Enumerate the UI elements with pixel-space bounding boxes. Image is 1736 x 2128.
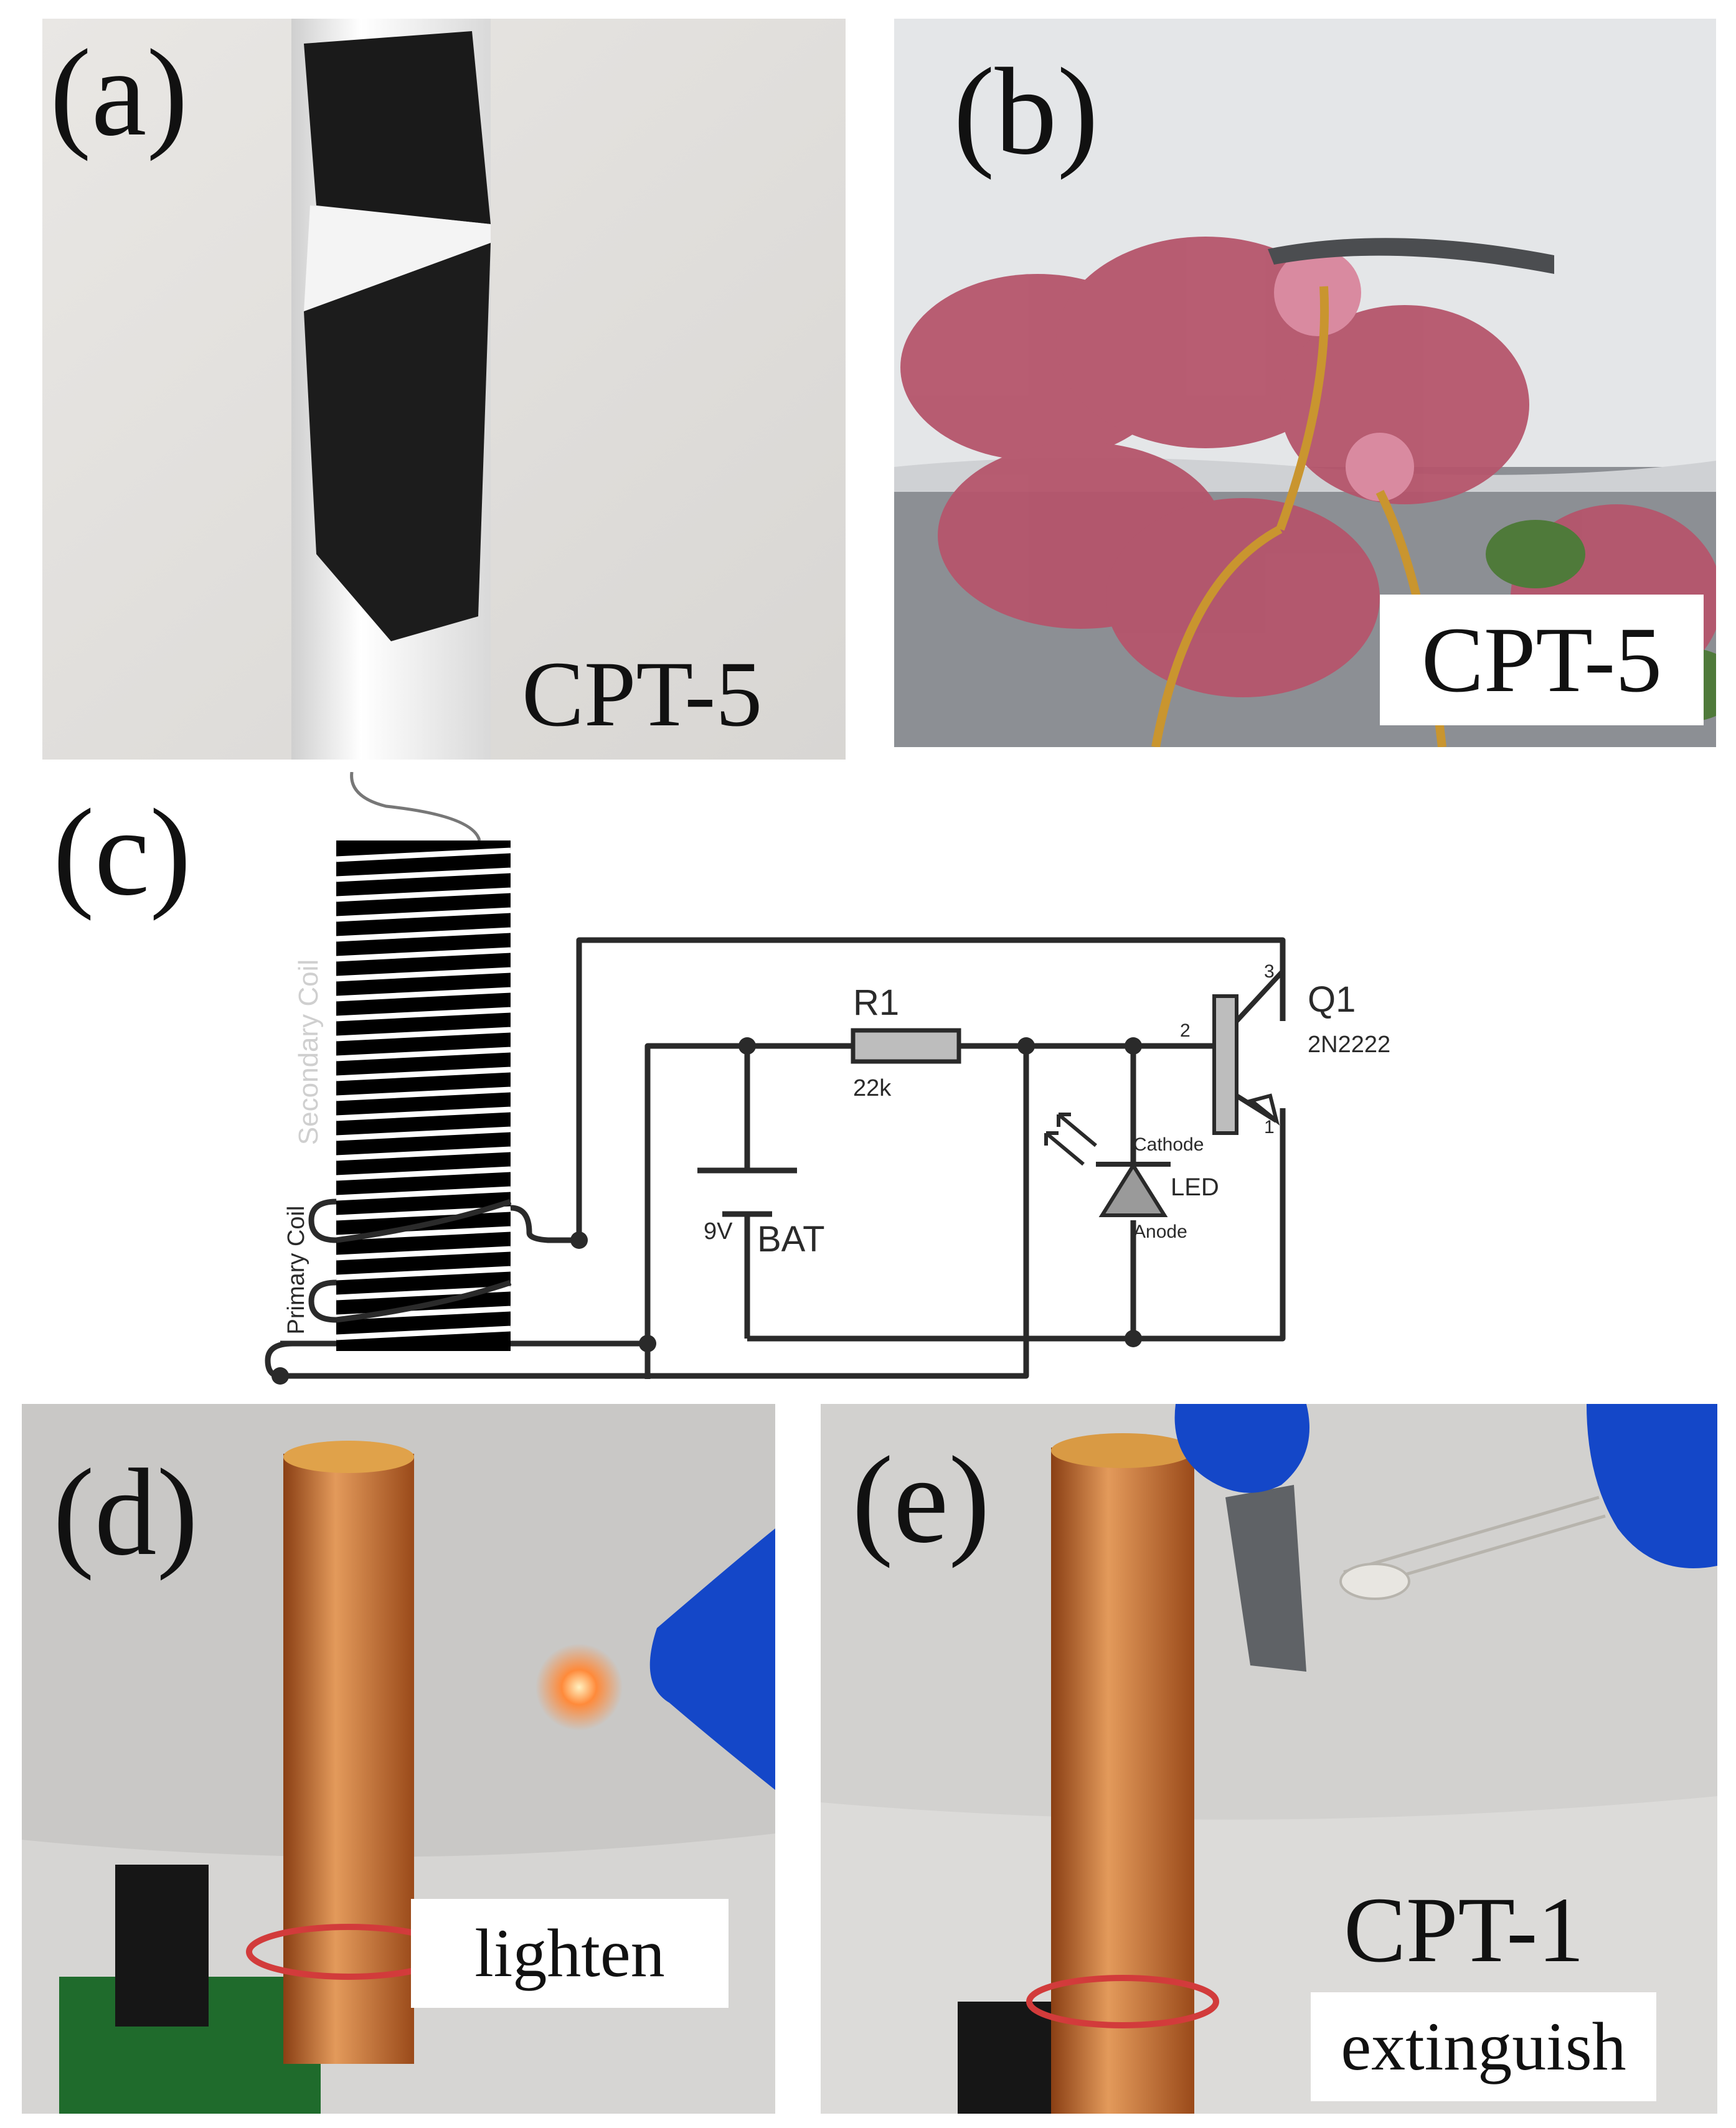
junction-dots — [271, 1037, 1142, 1385]
led-cathode-label: Cathode — [1133, 1134, 1204, 1155]
status-label: lighten — [411, 1899, 729, 2008]
panel-label-b: (b) — [953, 43, 1099, 181]
photo-cpt5-wrapped-tube — [42, 19, 846, 760]
q1-pin-base: 2 — [1180, 1020, 1191, 1041]
q1-pin-collector: 3 — [1264, 961, 1275, 982]
sample-label: CPT-5 — [1380, 595, 1704, 725]
battery-label: BAT — [757, 1219, 825, 1259]
led — [1044, 1113, 1171, 1217]
panel-a: (a) CPT-5 — [42, 19, 846, 760]
q1-pin-emitter: 1 — [1264, 1117, 1275, 1137]
secondary-coil-label: Secondary Coil — [293, 959, 324, 1145]
sample-label: CPT-1 — [1344, 1878, 1585, 1982]
status-label: extinguish — [1311, 1992, 1656, 2101]
r1-value: 22k — [853, 1075, 892, 1101]
led-anode-label: Anode — [1133, 1222, 1187, 1242]
panel-d: (d) lighten — [22, 1404, 775, 2114]
sample-label: CPT-5 — [522, 643, 763, 746]
q1-part: 2N2222 — [1308, 1032, 1390, 1058]
panel-label-d: (d) — [53, 1444, 199, 1581]
panel-e: (e) CPT-1 extinguish — [821, 1404, 1717, 2114]
link-wire — [350, 772, 481, 841]
wire-collector — [576, 937, 1286, 1239]
secondary-coil — [336, 840, 511, 1351]
circuit-diagram: Secondary Coil Primary Coil R1 22k 9V BA… — [265, 772, 1390, 1385]
panel-c-circuit: (c) — [0, 772, 1736, 1395]
battery-voltage: 9V — [704, 1218, 733, 1245]
panel-label-c: (c) — [53, 784, 191, 921]
panel-label-e: (e) — [852, 1431, 990, 1569]
resistor-r1 — [851, 1028, 961, 1064]
led-label: LED — [1171, 1174, 1219, 1201]
battery — [697, 1167, 797, 1217]
q1-label: Q1 — [1308, 979, 1356, 1020]
panel-label-a: (a) — [50, 24, 188, 162]
panel-b: (b) CPT-5 — [894, 19, 1716, 747]
transistor-q1 — [1212, 969, 1285, 1135]
photo-led-extinguished — [821, 1404, 1717, 2114]
primary-coil-label: Primary Coil — [283, 1206, 309, 1335]
r1-label: R1 — [853, 982, 899, 1023]
wire-top-rail — [644, 1043, 853, 1379]
